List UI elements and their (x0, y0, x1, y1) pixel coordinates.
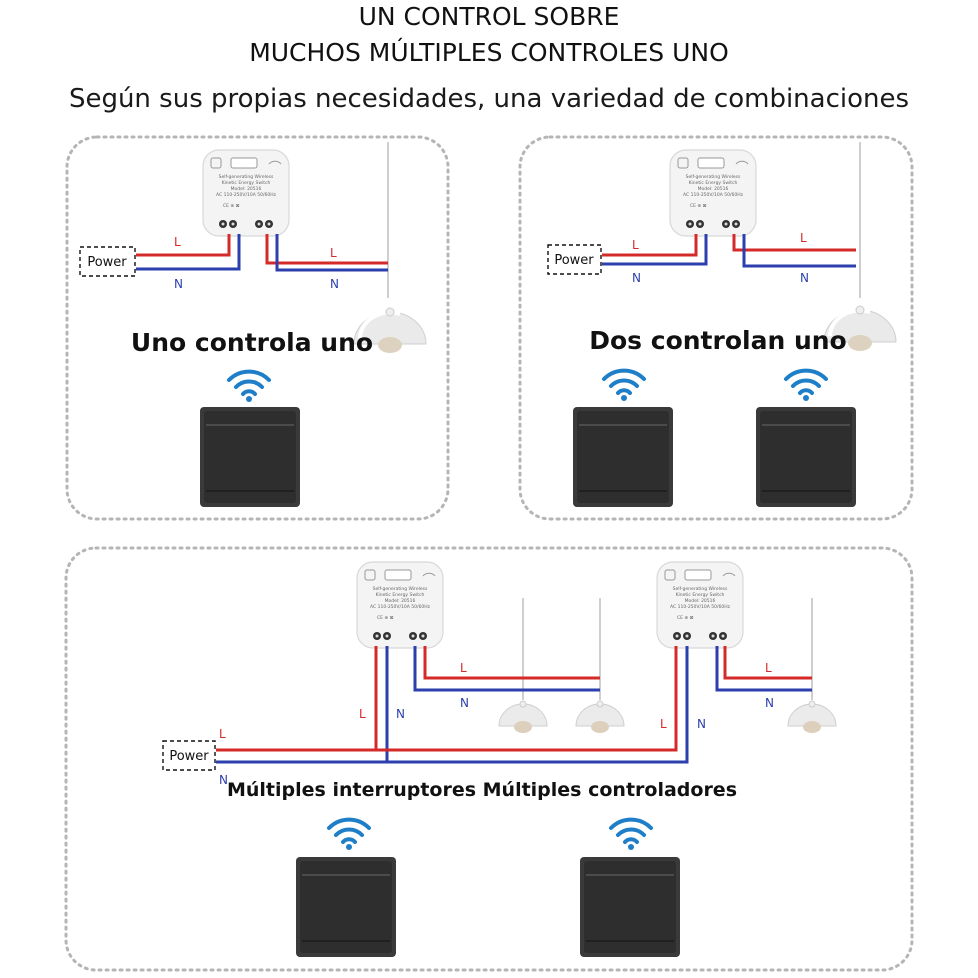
live-label: L (800, 231, 807, 245)
pendant-lamp-icon (575, 700, 625, 734)
live-label: L (660, 717, 667, 731)
wall-switch[interactable] (295, 856, 397, 958)
neutral-label: N (219, 773, 228, 787)
live-label: L (219, 727, 226, 741)
wifi-icon (609, 817, 653, 852)
panel-one: L N L N Power Uno controla uno (79, 142, 428, 508)
panel-one-border (65, 135, 450, 521)
panel-two-label: Dos controlan uno (589, 326, 846, 355)
title-line-2: MUCHOS MÚLTIPLES CONTROLES UNO (249, 38, 729, 67)
title-line-1: UN CONTROL SOBRE (358, 2, 620, 31)
neutral-wire (387, 646, 689, 764)
live-label: L (632, 238, 639, 252)
receiver-module (656, 561, 744, 649)
power-label: Power (87, 255, 127, 270)
live-label: L (174, 235, 181, 249)
live-wire (602, 234, 698, 257)
power-label: Power (554, 253, 594, 268)
live-wire (265, 234, 388, 265)
live-wire (423, 646, 600, 680)
power-box (162, 740, 216, 771)
wall-switch[interactable] (572, 406, 674, 508)
neutral-label: N (396, 707, 405, 721)
pendant-lamp-icon (787, 700, 837, 734)
pendant-lamp-icon (498, 700, 548, 734)
subtitle: Según sus propias necesidades, una varie… (68, 84, 910, 114)
live-wire (723, 646, 812, 680)
live-wire (136, 234, 231, 257)
neutral-label: N (800, 271, 809, 285)
panel-multi: L N L N L N L N L N Power Múltiples inte… (162, 561, 837, 958)
neutral-label: N (765, 696, 774, 710)
neutral-wire (742, 234, 856, 268)
wall-switch[interactable] (199, 406, 301, 508)
neutral-wire (602, 234, 708, 266)
receiver-module (669, 149, 757, 237)
panel-two: L N L N Power Dos controlan uno (547, 142, 898, 508)
live-label: L (460, 661, 467, 675)
neutral-label: N (174, 277, 183, 291)
power-box (547, 244, 602, 275)
live-label: L (359, 707, 366, 721)
neutral-wire (275, 234, 388, 272)
wifi-icon (602, 368, 646, 403)
neutral-wire (715, 646, 812, 692)
wall-switch[interactable] (579, 856, 681, 958)
neutral-wire (216, 646, 389, 764)
wifi-icon (227, 369, 271, 404)
live-wire (732, 234, 856, 252)
neutral-label: N (460, 696, 469, 710)
panel-multi-border (64, 546, 914, 972)
live-label: L (765, 661, 772, 675)
panel-multi-label: Múltiples interruptores Múltiples contro… (227, 779, 737, 801)
neutral-wire (413, 646, 600, 692)
live-label: L (330, 246, 337, 260)
neutral-label: N (330, 277, 339, 291)
panel-one-label: Uno controla uno (131, 328, 373, 357)
neutral-label: N (632, 271, 641, 285)
power-label: Power (169, 749, 209, 764)
power-box (79, 246, 136, 277)
wifi-icon (784, 368, 828, 403)
neutral-label: N (697, 717, 706, 731)
live-wire (376, 646, 678, 752)
live-wire (216, 646, 378, 752)
neutral-wire (136, 234, 241, 271)
wifi-icon (327, 817, 371, 852)
wall-switch[interactable] (755, 406, 857, 508)
receiver-module (356, 561, 444, 649)
receiver-module (202, 149, 290, 237)
panel-two-border (518, 135, 914, 521)
